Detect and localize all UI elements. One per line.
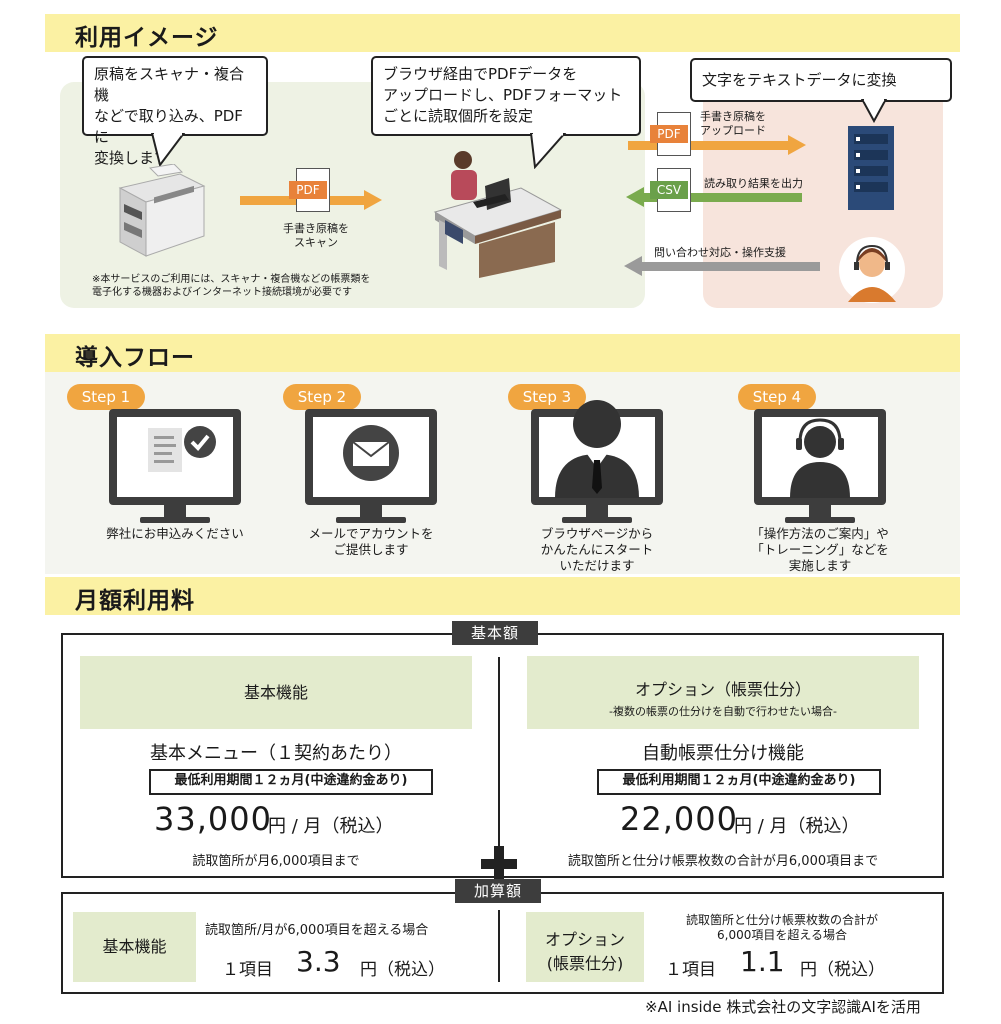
option-limit: 読取箇所と仕分け帳票枚数の合計が月6,000項目まで xyxy=(567,854,879,869)
additional-option-condition: 読取箇所と仕分け帳票枚数の合計が 6,000項目を超える場合 xyxy=(650,913,914,943)
bubble1-line2: などで取り込み、PDFに xyxy=(94,107,243,146)
step3-pill: Step 3 xyxy=(508,384,586,410)
step4-caption: 「操作方法のご案内」や 「トレーニング」などを 実施します xyxy=(725,526,915,574)
bubble3-tail xyxy=(860,99,888,123)
bubble2-line1: ブラウザ経由でPDFデータを xyxy=(383,65,578,83)
basic-price-unit: 円 / 月（税込） xyxy=(268,816,394,837)
bubble2-line2: アップロードし、PDFフォーマット xyxy=(383,86,623,104)
step3-caption-line2: かんたんにスタート xyxy=(540,542,654,557)
person-icon xyxy=(555,400,639,498)
option-subtitle: -複数の帳票の仕分けを自動で行わせたい場合- xyxy=(609,705,837,718)
additional-option-unit: 円（税込） xyxy=(800,960,885,980)
note-line2: 電子化する機器およびインターネット接続環境が必要です xyxy=(92,287,352,298)
bubble2-line3: ごとに読取個所を設定 xyxy=(383,107,534,125)
requirements-note: ※本サービスのご利用には、スキャナ・複合機などの帳票類を 電子化する機器およびイ… xyxy=(92,273,370,299)
server-icon xyxy=(848,126,894,210)
step4-caption-line1: 「操作方法のご案内」や xyxy=(751,526,889,541)
step2-caption: メールでアカウントを ご提供します xyxy=(276,526,466,558)
option-min-period: 最低利用期間１２ヵ月(中途違約金あり) xyxy=(597,769,881,795)
option-title: オプション（帳票仕分） xyxy=(634,680,811,699)
base-fee-divider xyxy=(498,657,500,852)
headset-operator-icon xyxy=(790,418,850,498)
additional-option-title-line1: オプション xyxy=(544,930,625,949)
document-check-icon xyxy=(148,426,216,472)
bubble1-line1: 原稿をスキャナ・複合機 xyxy=(94,65,245,104)
scan-label-line1: 手書き原稿を xyxy=(283,222,349,235)
upload-pdf-tag: PDF xyxy=(650,125,688,143)
additional-basic-condition: 読取箇所/月が6,000項目を超える場合 xyxy=(205,923,429,938)
step3-caption-line3: いただけます xyxy=(559,558,635,573)
upload-label: 手書き原稿を アップロード xyxy=(700,110,800,138)
additional-option-title-line2: (帳票仕分) xyxy=(546,954,624,973)
additional-option-header: オプション (帳票仕分) xyxy=(526,912,644,982)
csv-tag: CSV xyxy=(650,181,688,199)
additional-basic-item: １項目 xyxy=(222,960,273,980)
pdf-tag: PDF xyxy=(289,181,327,199)
additional-option-item: １項目 xyxy=(665,960,716,980)
bubble2-tail xyxy=(529,133,567,169)
usage-section-title: 利用イメージ xyxy=(75,25,219,51)
csv-file-icon: CSV xyxy=(650,168,691,212)
additional-fee-tab: 加算額 xyxy=(455,879,541,903)
output-label: 読み取り結果を出力 xyxy=(704,177,803,190)
plus-icon xyxy=(481,846,517,882)
additional-basic-unit: 円（税込） xyxy=(360,960,445,980)
step1-pill: Step 1 xyxy=(67,384,145,410)
output-arrow xyxy=(626,187,802,207)
pdf-file-icon: PDF xyxy=(289,168,330,212)
scan-label-line2: スキャン xyxy=(294,236,338,249)
note-line1: ※本サービスのご利用には、スキャナ・複合機などの帳票類を xyxy=(92,274,371,285)
fee-section-title: 月額利用料 xyxy=(75,588,195,614)
additional-option-price: 1.1 xyxy=(740,945,785,978)
option-header: オプション（帳票仕分） -複数の帳票の仕分けを自動で行わせたい場合- xyxy=(527,656,919,729)
ai-footnote: ※AI inside 株式会社の文字認識AIを活用 xyxy=(645,998,921,1016)
additional-basic-header: 基本機能 xyxy=(73,912,196,982)
convert-speech-bubble: 文字をテキストデータに変換 xyxy=(690,58,952,102)
scan-speech-bubble: 原稿をスキャナ・複合機 などで取り込み、PDFに 変換します xyxy=(82,56,268,167)
office-worker-desk-icon xyxy=(433,151,563,278)
additional-option-condition-line1: 読取箇所と仕分け帳票枚数の合計が xyxy=(685,913,878,927)
additional-basic-price: 3.3 xyxy=(296,945,341,978)
basic-limit: 読取箇所が月6,000項目まで xyxy=(192,854,360,869)
step4-pill: Step 4 xyxy=(738,384,816,410)
step3-caption-line1: ブラウザページから xyxy=(540,526,654,541)
scan-label: 手書き原稿を スキャン xyxy=(270,222,362,250)
bubble3-text: 文字をテキストデータに変換 xyxy=(702,71,897,89)
option-menu-label: 自動帳票仕分け機能 xyxy=(642,743,804,764)
flow-section-header: 導入フロー xyxy=(45,334,960,372)
upload-speech-bubble: ブラウザ経由でPDFデータを アップロードし、PDFフォーマット ごとに読取個所… xyxy=(371,56,641,136)
upload-label-line2: アップロード xyxy=(700,124,766,137)
upload-label-line1: 手書き原稿を xyxy=(700,110,766,123)
copier-machine-icon xyxy=(118,164,206,257)
step3-caption: ブラウザページから かんたんにスタート いただけます xyxy=(502,526,692,574)
basic-menu-label: 基本メニュー（１契約あたり） xyxy=(150,743,402,764)
upload-arrow xyxy=(628,135,806,155)
step2-caption-line1: メールでアカウントを xyxy=(308,526,434,541)
step1-caption: 弊社にお申込みください xyxy=(80,526,270,542)
additional-option-condition-line2: 6,000項目を超える場合 xyxy=(717,928,847,942)
support-operator-icon xyxy=(839,237,905,303)
upload-pdf-file-icon: PDF xyxy=(650,112,691,156)
support-arrow xyxy=(624,256,820,276)
support-label: 問い合わせ対応・操作支援 xyxy=(654,246,786,259)
basic-price: 33,000 xyxy=(154,800,272,838)
option-price: 22,000 xyxy=(620,800,738,838)
option-price-unit: 円 / 月（税込） xyxy=(734,816,860,837)
step4-caption-line3: 実施します xyxy=(788,558,852,573)
step2-caption-line2: ご提供します xyxy=(333,542,409,557)
basic-min-period: 最低利用期間１２ヵ月(中途違約金あり) xyxy=(149,769,433,795)
mail-icon xyxy=(343,425,399,481)
base-fee-tab: 基本額 xyxy=(452,621,538,645)
step1-caption-line1: 弊社にお申込みください xyxy=(106,526,244,541)
basic-function-header: 基本機能 xyxy=(80,656,472,729)
step2-pill: Step 2 xyxy=(283,384,361,410)
step4-caption-line2: 「トレーニング」などを xyxy=(751,542,889,557)
flow-section-title: 導入フロー xyxy=(75,345,195,371)
bubble1-tail xyxy=(150,133,186,167)
fee-section-header: 月額利用料 xyxy=(45,577,960,615)
bubble1-line3: 変換します xyxy=(94,149,170,167)
usage-section-header: 利用イメージ xyxy=(45,14,960,52)
additional-fee-divider xyxy=(498,910,500,982)
